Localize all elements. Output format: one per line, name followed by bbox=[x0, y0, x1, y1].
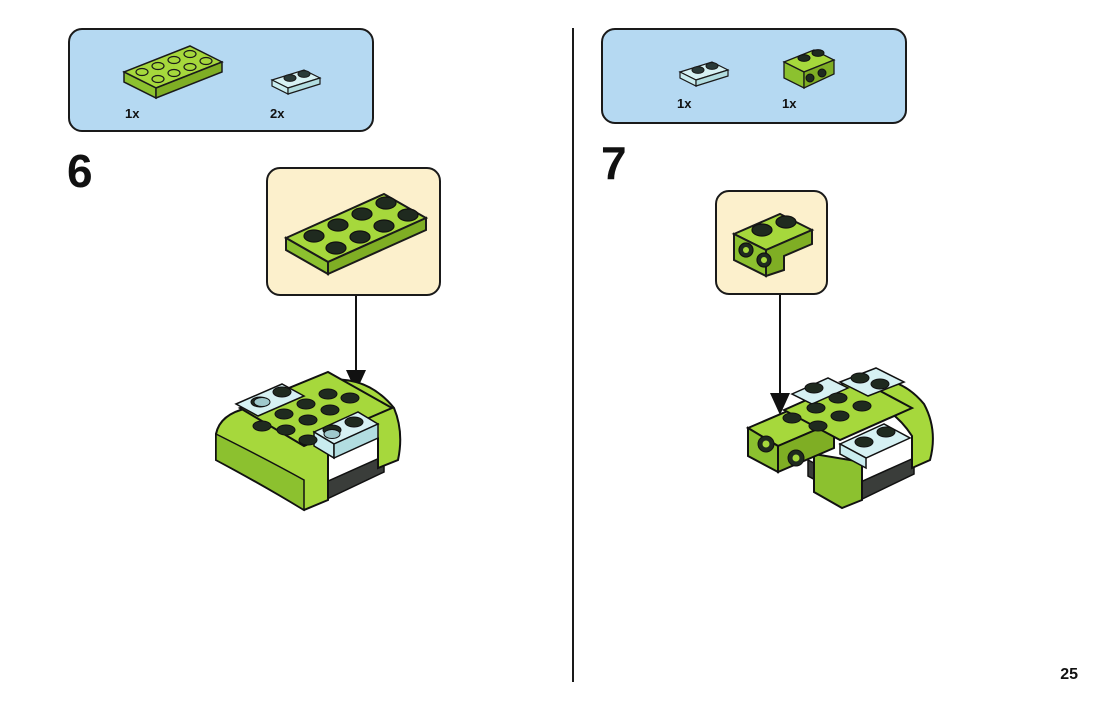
part-quantity: 2x bbox=[270, 106, 285, 121]
lime-bracket-icon bbox=[782, 49, 836, 90]
trans-clear-plate-1x2-icon bbox=[270, 69, 322, 95]
step-number: 6 bbox=[67, 145, 93, 197]
frog-body-step-6 bbox=[215, 370, 402, 512]
part-quantity: 1x bbox=[125, 106, 140, 121]
lime-plate-2x4-icon bbox=[122, 45, 224, 100]
lime-plate-2x4-icon bbox=[283, 192, 429, 276]
page-divider bbox=[572, 28, 574, 682]
assembly-arrow bbox=[770, 295, 790, 415]
trans-clear-plate-1x2-icon bbox=[678, 61, 730, 87]
part-quantity: 1x bbox=[782, 96, 797, 111]
step-number: 7 bbox=[601, 137, 627, 189]
page-number: 25 bbox=[1060, 666, 1078, 683]
frog-body-step-7 bbox=[745, 367, 934, 510]
assembly-arrow bbox=[346, 296, 366, 392]
part-quantity: 1x bbox=[677, 96, 692, 111]
lime-bracket-icon bbox=[731, 212, 815, 278]
parts-list-step-7 bbox=[601, 28, 907, 124]
parts-list-step-6 bbox=[68, 28, 374, 132]
